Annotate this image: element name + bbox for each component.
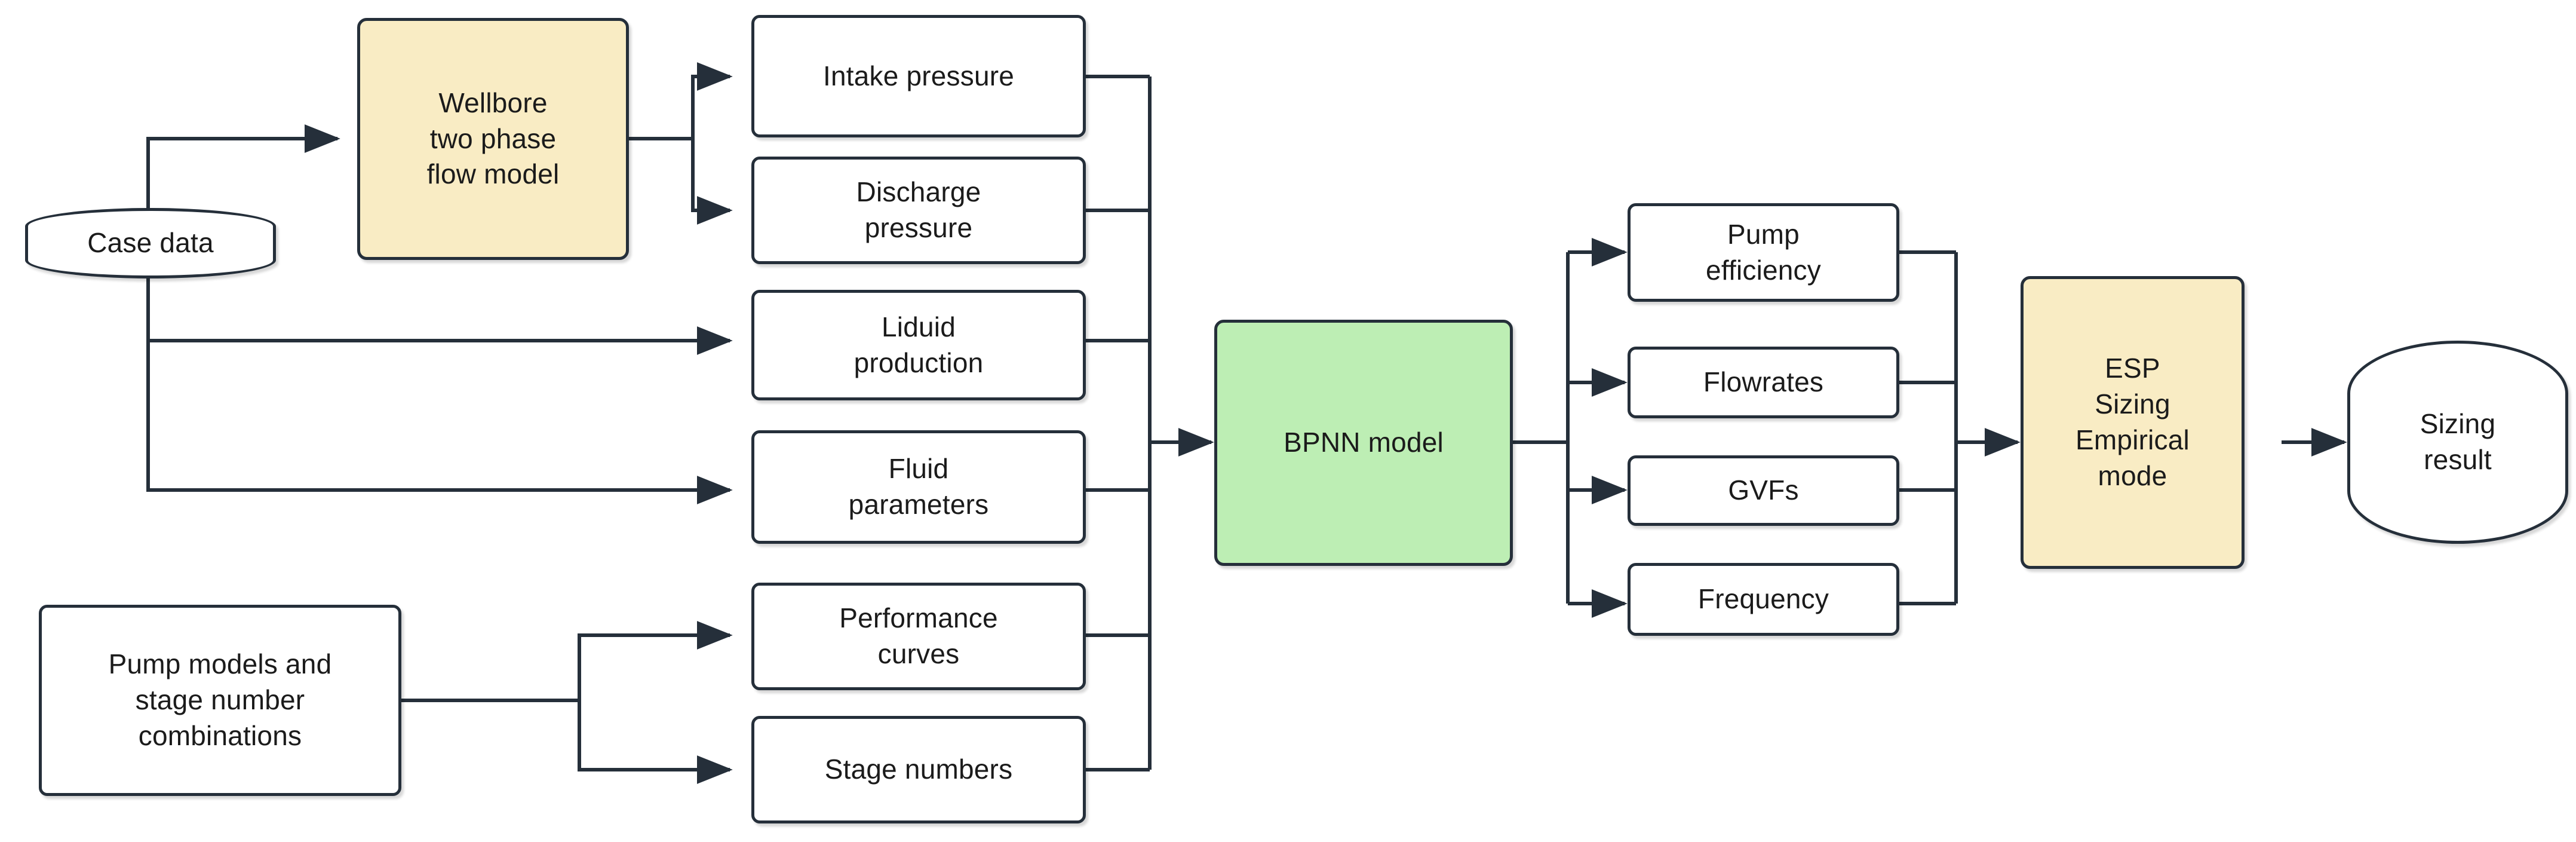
node-pump-models-and-stage-number-combinations-label: Pump models and stage number combination… — [108, 648, 332, 751]
node-gvfs-label: GVFs — [1728, 474, 1799, 506]
node-stage-numbers[interactable]: Stage numbers — [751, 716, 1086, 823]
node-gvfs[interactable]: GVFs — [1628, 455, 1899, 526]
edge-wellbore-to-intake — [691, 62, 733, 139]
node-flowrates-label: Flowrates — [1703, 366, 1824, 398]
node-sizing-result-label: Sizing result — [2420, 408, 2496, 475]
node-intake-pressure-label: Intake pressure — [822, 60, 1015, 91]
node-case-data-label: Case data — [87, 227, 214, 259]
node-liduid-production[interactable]: Liduid production — [751, 290, 1086, 400]
node-flowrates[interactable]: Flowrates — [1628, 347, 1899, 418]
node-liduid-production-label: Liduid production — [853, 311, 984, 378]
node-stage-numbers-label: Stage numbers — [824, 754, 1013, 785]
edge-pumpmodels-to-stagenumbers — [578, 700, 733, 784]
node-frequency[interactable]: Frequency — [1628, 563, 1899, 636]
node-pump-efficiency[interactable]: Pump efficiency — [1628, 203, 1899, 302]
node-wellbore-two-phase-flow-model[interactable]: Wellbore two phase flow model — [357, 18, 629, 260]
node-sizing-result[interactable]: Sizing result — [2347, 341, 2568, 544]
node-fluid-parameters-label: Fluid parameters — [848, 453, 989, 520]
node-discharge-pressure-label: Discharge pressure — [856, 176, 981, 243]
node-performance-curves[interactable]: Performance curves — [751, 583, 1086, 690]
node-performance-curves-label: Performance curves — [839, 602, 998, 669]
node-pump-models-and-stage-number-combinations[interactable]: Pump models and stage number combination… — [39, 605, 401, 796]
edge-wellbore-to-discharge — [691, 139, 733, 225]
node-bpnn-model[interactable]: BPNN model — [1214, 320, 1513, 566]
node-intake-pressure[interactable]: Intake pressure — [751, 15, 1086, 137]
node-frequency-label: Frequency — [1697, 583, 1829, 615]
node-wellbore-two-phase-flow-model-label: Wellbore two phase flow model — [426, 87, 560, 190]
node-discharge-pressure[interactable]: Discharge pressure — [751, 157, 1086, 264]
node-pump-efficiency-label: Pump efficiency — [1706, 218, 1821, 286]
node-bpnn-model-label: BPNN model — [1284, 427, 1444, 458]
node-fluid-parameters[interactable]: Fluid parameters — [751, 430, 1086, 544]
node-esp-sizing-empirical-mode[interactable]: ESP Sizing Empirical mode — [2021, 276, 2245, 569]
edge-pumpmodels-to-performance — [578, 621, 733, 700]
node-esp-sizing-empirical-mode-label: ESP Sizing Empirical mode — [2075, 353, 2190, 491]
edge-case-data-to-fluid — [146, 341, 733, 504]
node-case-data[interactable]: Case data — [25, 208, 276, 278]
